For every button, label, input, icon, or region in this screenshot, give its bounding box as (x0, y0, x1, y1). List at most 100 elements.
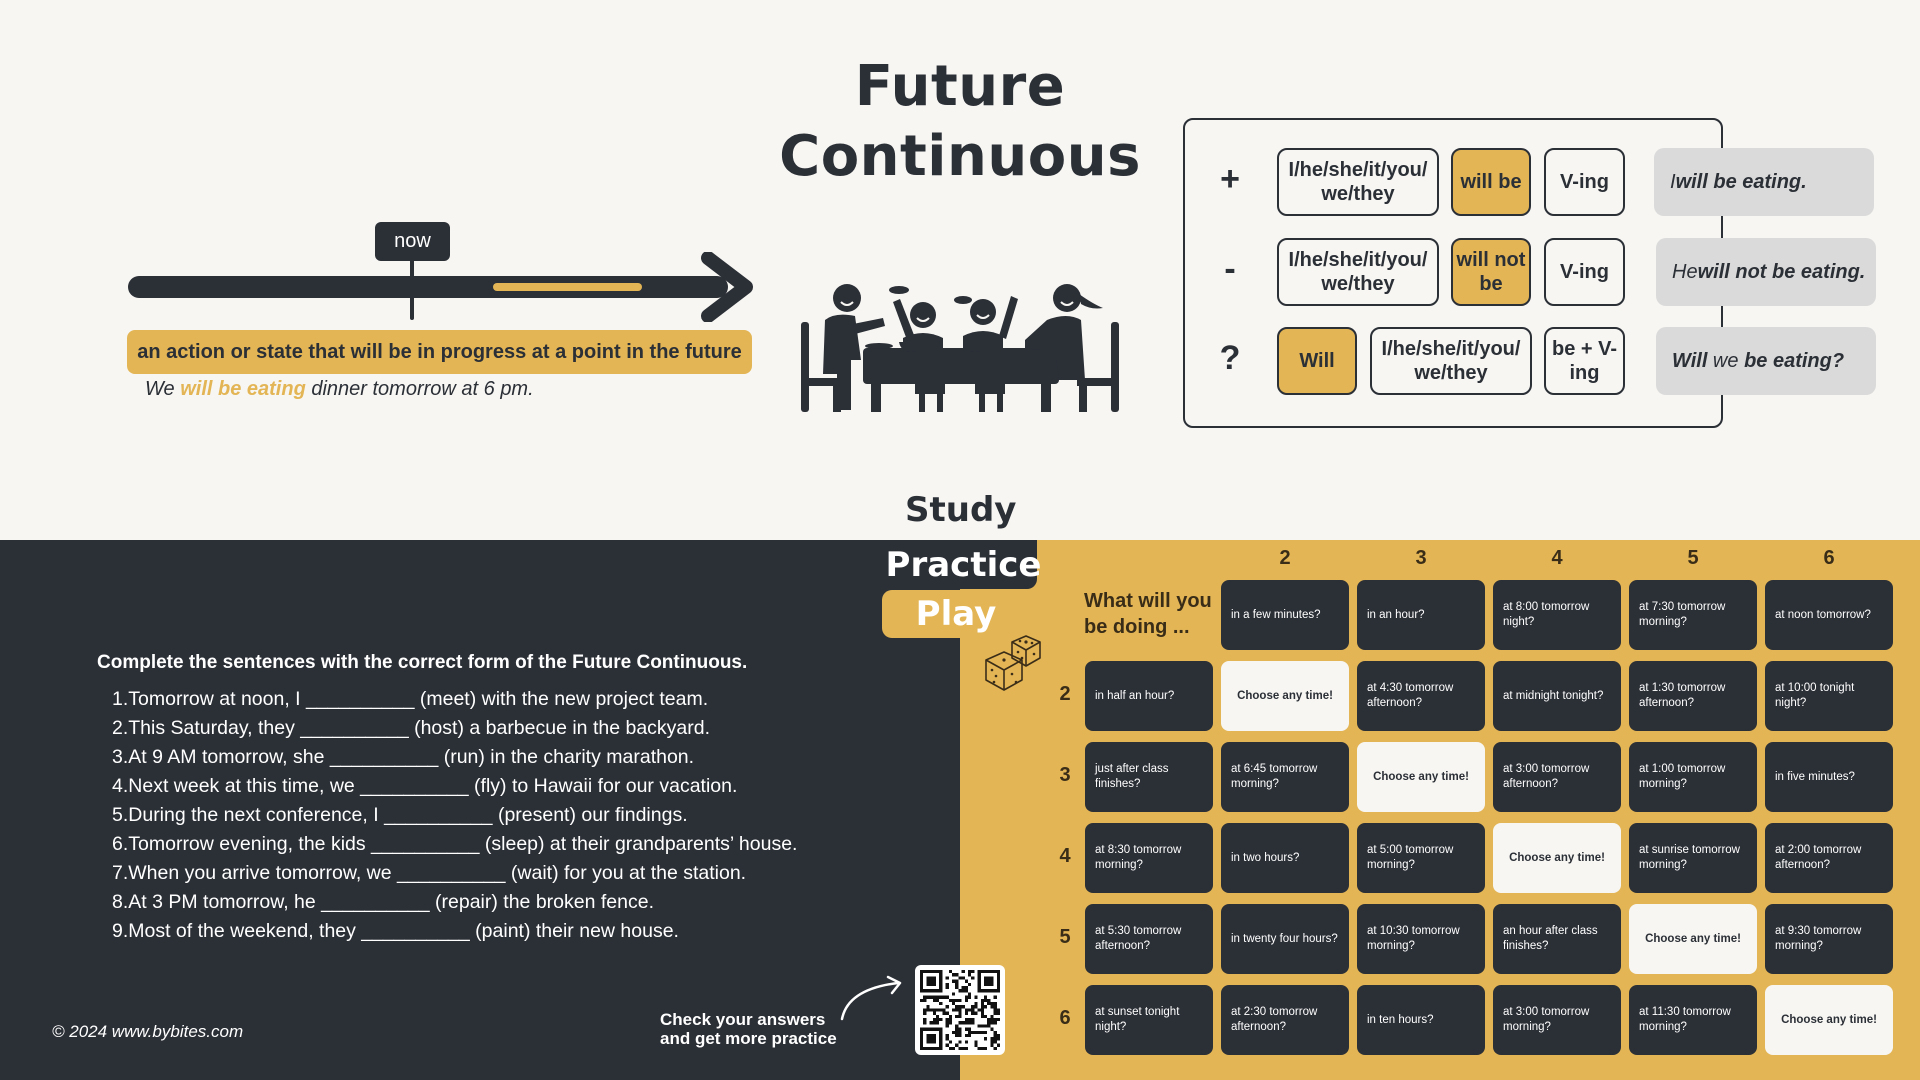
free-choice-cell[interactable]: Choose any time! (1357, 742, 1485, 812)
exercise-sentence: 5.During the next conference, I ________… (112, 804, 688, 826)
now-marker (410, 258, 414, 320)
game-cell[interactable]: in five minutes? (1765, 742, 1893, 812)
game-cell[interactable]: in half an hour? (1085, 661, 1213, 731)
column-number: 6 (1823, 547, 1835, 569)
row-number: 5 (1059, 926, 1071, 948)
future-progress-bar (493, 283, 642, 291)
timeline-example: We will be eating dinner tomorrow at 6 p… (145, 378, 534, 401)
example-highlight: will be eating (180, 378, 306, 400)
game-cell[interactable]: at 5:00 tomorrow morning? (1357, 823, 1485, 893)
column-number: 2 (1279, 547, 1291, 569)
game-cell[interactable]: at 9:30 tomorrow morning? (1765, 904, 1893, 974)
game-cell[interactable]: at 5:30 tomorrow afternoon? (1085, 904, 1213, 974)
formula-example: Will we be eating? (1656, 327, 1876, 395)
exercise-sentence: 6.Tomorrow evening, the kids __________ … (112, 833, 798, 855)
title-line-1: Future (854, 54, 1066, 119)
formula-pill: I/he/she/it/you/ we/they (1277, 238, 1439, 306)
game-cell[interactable]: at 4:30 tomorrow afternoon? (1357, 661, 1485, 731)
column-number: 5 (1687, 547, 1699, 569)
tab-study[interactable]: Study (905, 490, 1017, 530)
game-cell[interactable]: at 7:30 tomorrow morning? (1629, 580, 1757, 650)
curved-arrow-icon (840, 975, 902, 1021)
copyright: © 2024 www.bybites.com (52, 1022, 244, 1041)
column-number: 4 (1551, 547, 1563, 569)
formula-sign: ? (1219, 339, 1241, 377)
formula-sign: - (1224, 250, 1236, 288)
example-mid: we (1707, 349, 1745, 372)
free-choice-cell[interactable]: Choose any time! (1221, 661, 1349, 731)
game-question: What will you be doing ... (1084, 590, 1212, 638)
example-after: dinner tomorrow at 6 pm. (305, 378, 534, 400)
game-cell[interactable]: in ten hours? (1357, 985, 1485, 1055)
free-choice-cell[interactable]: Choose any time! (1629, 904, 1757, 974)
tab-practice[interactable]: Practice (886, 540, 1041, 589)
formula-pill: be + V-ing (1544, 327, 1625, 395)
row-number: 6 (1059, 1007, 1071, 1029)
game-cell[interactable]: at noon tomorrow? (1765, 580, 1893, 650)
example-bold-2: be eating? (1744, 349, 1845, 372)
game-cell[interactable]: at 10:00 tonight night? (1765, 661, 1893, 731)
check-line-2: and get more practice (660, 1029, 837, 1048)
check-line-1: Check your answers (660, 1010, 826, 1029)
game-cell[interactable]: at 11:30 tomorrow morning? (1629, 985, 1757, 1055)
example-before: We (145, 378, 181, 400)
exercise-list: 1.Tomorrow at noon, I __________ (meet) … (112, 685, 797, 946)
game-cell[interactable]: at 2:00 tomorrow afternoon? (1765, 823, 1893, 893)
game-cell[interactable]: at 8:30 tomorrow morning? (1085, 823, 1213, 893)
example-pre: I (1670, 170, 1676, 193)
family-dinner-illustration (801, 284, 1119, 412)
game-cell[interactable]: just after class finishes? (1085, 742, 1213, 812)
game-cell[interactable]: at 6:45 tomorrow morning? (1221, 742, 1349, 812)
practice-panel (0, 540, 960, 1080)
game-cell[interactable]: an hour after class finishes? (1493, 904, 1621, 974)
now-label: now (375, 222, 450, 261)
game-cell[interactable]: at sunset tonight night? (1085, 985, 1213, 1055)
formula-pill: V-ing (1544, 148, 1625, 216)
exercise-sentence: 9.Most of the weekend, they __________ (… (112, 920, 679, 942)
timeline-line (128, 276, 728, 298)
game-cell[interactable]: in twenty four hours? (1221, 904, 1349, 974)
formula-pill: I/he/she/it/you/ we/they (1370, 327, 1532, 395)
game-cell[interactable]: at 2:30 tomorrow afternoon? (1221, 985, 1349, 1055)
title-line-2: Continuous (779, 124, 1141, 189)
row-number: 2 (1059, 683, 1071, 705)
game-cell[interactable]: at 1:00 tomorrow morning? (1629, 742, 1757, 812)
qr-code-icon (920, 970, 1000, 1050)
exercise-sentence: 1.Tomorrow at noon, I __________ (meet) … (112, 688, 709, 710)
exercise-sentence: 4.Next week at this time, we __________ … (112, 775, 738, 797)
game-cell[interactable]: in a few minutes? (1221, 580, 1349, 650)
game-cell[interactable]: at 8:00 tomorrow night? (1493, 580, 1621, 650)
exercise-sentence: 7.When you arrive tomorrow, we _________… (112, 862, 747, 884)
example-bold: will not be eating. (1697, 260, 1866, 283)
exercise-instruction: Complete the sentences with the correct … (97, 652, 748, 673)
column-number: 3 (1415, 547, 1427, 569)
example-pre: He (1672, 260, 1698, 283)
check-answers-text: Check your answers and get more practice (660, 1010, 837, 1048)
game-cell[interactable]: in an hour? (1357, 580, 1485, 650)
free-choice-cell[interactable]: Choose any time! (1493, 823, 1621, 893)
game-cell[interactable]: in two hours? (1221, 823, 1349, 893)
game-cell[interactable]: at 1:30 tomorrow afternoon? (1629, 661, 1757, 731)
timeline-arrowhead-icon (701, 252, 753, 322)
game-cell[interactable]: at 3:00 tomorrow afternoon? (1493, 742, 1621, 812)
tab-play[interactable]: Play (882, 590, 1030, 638)
game-cell[interactable]: at midnight tonight? (1493, 661, 1621, 731)
dice-icon (985, 635, 1041, 691)
example-bold: Will (1672, 349, 1708, 372)
definition-banner: an action or state that will be in progr… (127, 330, 752, 374)
row-number: 3 (1059, 764, 1071, 786)
auxiliary-pill: Will (1277, 327, 1357, 395)
page-title: Future Continuous (760, 52, 1160, 192)
exercise-sentence: 8.At 3 PM tomorrow, he __________ (repai… (112, 891, 654, 913)
exercise-sentence: 3.At 9 AM tomorrow, she __________ (run)… (112, 746, 695, 768)
row-number: 4 (1059, 845, 1071, 867)
game-cell[interactable]: at sunrise tomorrow morning? (1629, 823, 1757, 893)
qr-code[interactable] (915, 965, 1005, 1055)
auxiliary-pill: will not be (1451, 238, 1531, 306)
game-cell[interactable]: at 3:00 tomorrow morning? (1493, 985, 1621, 1055)
free-choice-cell[interactable]: Choose any time! (1765, 985, 1893, 1055)
formula-sign: + (1220, 160, 1240, 198)
formula-pill: I/he/she/it/you/ we/they (1277, 148, 1439, 216)
game-cell[interactable]: at 10:30 tomorrow morning? (1357, 904, 1485, 974)
example-bold: will be eating. (1675, 170, 1807, 193)
